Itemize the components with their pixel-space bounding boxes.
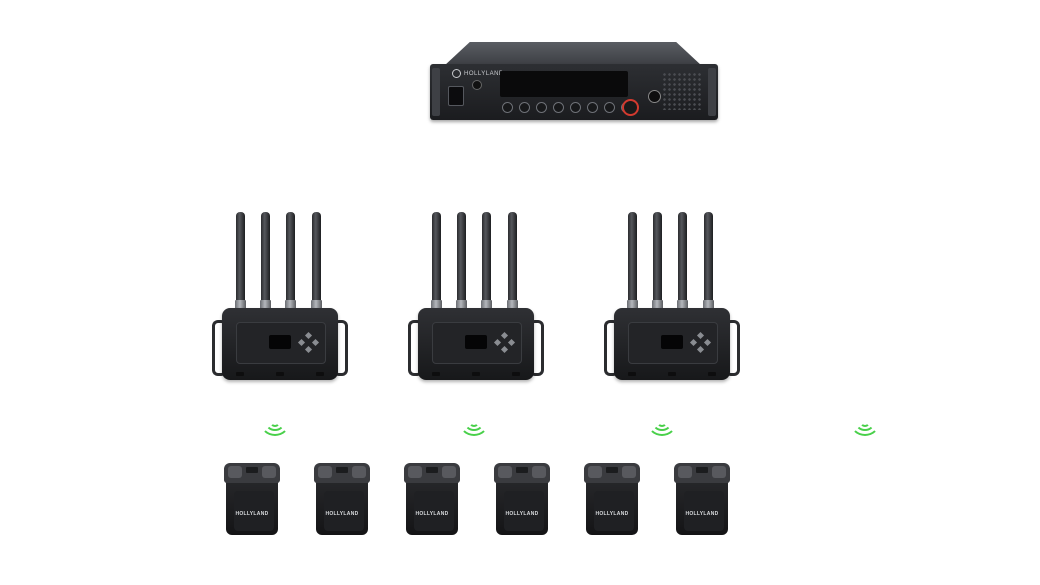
- wireless-signal-icon: [459, 416, 489, 436]
- handle-left: [212, 320, 227, 376]
- beltpack-brand: HOLLYLAND: [505, 511, 539, 517]
- rack-ear-right: [708, 68, 716, 116]
- antenna: [677, 212, 688, 310]
- transceiver-body: [222, 308, 338, 380]
- channel-button: [553, 102, 564, 113]
- wireless-signal-icon: [260, 416, 290, 436]
- foot: [472, 372, 480, 376]
- beltpack-6: HOLLYLAND: [674, 463, 730, 535]
- beltpack-brand: HOLLYLAND: [325, 511, 359, 517]
- wireless-signal-icon: [850, 416, 880, 436]
- beltpack-brand: HOLLYLAND: [235, 511, 269, 517]
- beltpack-brand: HOLLYLAND: [415, 511, 449, 517]
- antenna: [311, 212, 322, 310]
- antenna: [285, 212, 296, 310]
- base-station-logo: HOLLYLAND: [452, 69, 504, 78]
- handle-left: [604, 320, 619, 376]
- foot: [432, 372, 440, 376]
- foot: [316, 372, 324, 376]
- antenna: [235, 212, 246, 310]
- transceiver-panel: [236, 322, 326, 364]
- antenna: [481, 212, 492, 310]
- indicator-light: [472, 80, 482, 90]
- dpad-icon: [297, 331, 320, 354]
- channel-button: [536, 102, 547, 113]
- base-station-display: [500, 71, 628, 97]
- handle-right: [529, 320, 544, 376]
- beltpack-1: HOLLYLAND: [224, 463, 280, 535]
- channel-button: [587, 102, 598, 113]
- rack-ear-left: [432, 68, 440, 116]
- base-station: HOLLYLAND: [430, 42, 718, 120]
- antenna: [507, 212, 518, 310]
- wireless-signal-icon: [647, 416, 677, 436]
- dpad-icon: [493, 331, 516, 354]
- handle-left: [408, 320, 423, 376]
- foot: [512, 372, 520, 376]
- speaker-grille: [662, 72, 702, 110]
- antenna: [703, 212, 714, 310]
- foot: [668, 372, 676, 376]
- brand-logo-icon: [452, 69, 461, 78]
- dpad-icon: [689, 331, 712, 354]
- transceiver-screen: [465, 335, 487, 349]
- foot: [236, 372, 244, 376]
- transceiver-tower-3: [604, 212, 740, 384]
- volume-knob: [622, 99, 639, 116]
- beltpack-2: HOLLYLAND: [314, 463, 370, 535]
- handle-right: [333, 320, 348, 376]
- channel-button: [570, 102, 581, 113]
- antenna: [652, 212, 663, 310]
- handle-right: [725, 320, 740, 376]
- channel-button: [502, 102, 513, 113]
- beltpack-3: HOLLYLAND: [404, 463, 460, 535]
- beltpack-brand: HOLLYLAND: [685, 511, 719, 517]
- transceiver-body: [614, 308, 730, 380]
- headset-jack: [648, 90, 661, 103]
- antenna: [260, 212, 271, 310]
- beltpack-5: HOLLYLAND: [584, 463, 640, 535]
- transceiver-body: [418, 308, 534, 380]
- base-station-brand: HOLLYLAND: [464, 70, 504, 77]
- transceiver-screen: [269, 335, 291, 349]
- base-station-front-panel: HOLLYLAND: [430, 64, 718, 120]
- beltpack-brand: HOLLYLAND: [595, 511, 629, 517]
- foot: [276, 372, 284, 376]
- antenna: [456, 212, 467, 310]
- network-port: [448, 86, 464, 106]
- transceiver-tower-1: [212, 212, 348, 384]
- transceiver-panel: [432, 322, 522, 364]
- antenna: [431, 212, 442, 310]
- foot: [708, 372, 716, 376]
- antenna: [627, 212, 638, 310]
- transceiver-tower-2: [408, 212, 544, 384]
- transceiver-screen: [661, 335, 683, 349]
- beltpack-4: HOLLYLAND: [494, 463, 550, 535]
- base-station-top: [444, 42, 702, 66]
- base-station-buttons: [502, 102, 632, 113]
- channel-button: [519, 102, 530, 113]
- channel-button: [604, 102, 615, 113]
- transceiver-panel: [628, 322, 718, 364]
- foot: [628, 372, 636, 376]
